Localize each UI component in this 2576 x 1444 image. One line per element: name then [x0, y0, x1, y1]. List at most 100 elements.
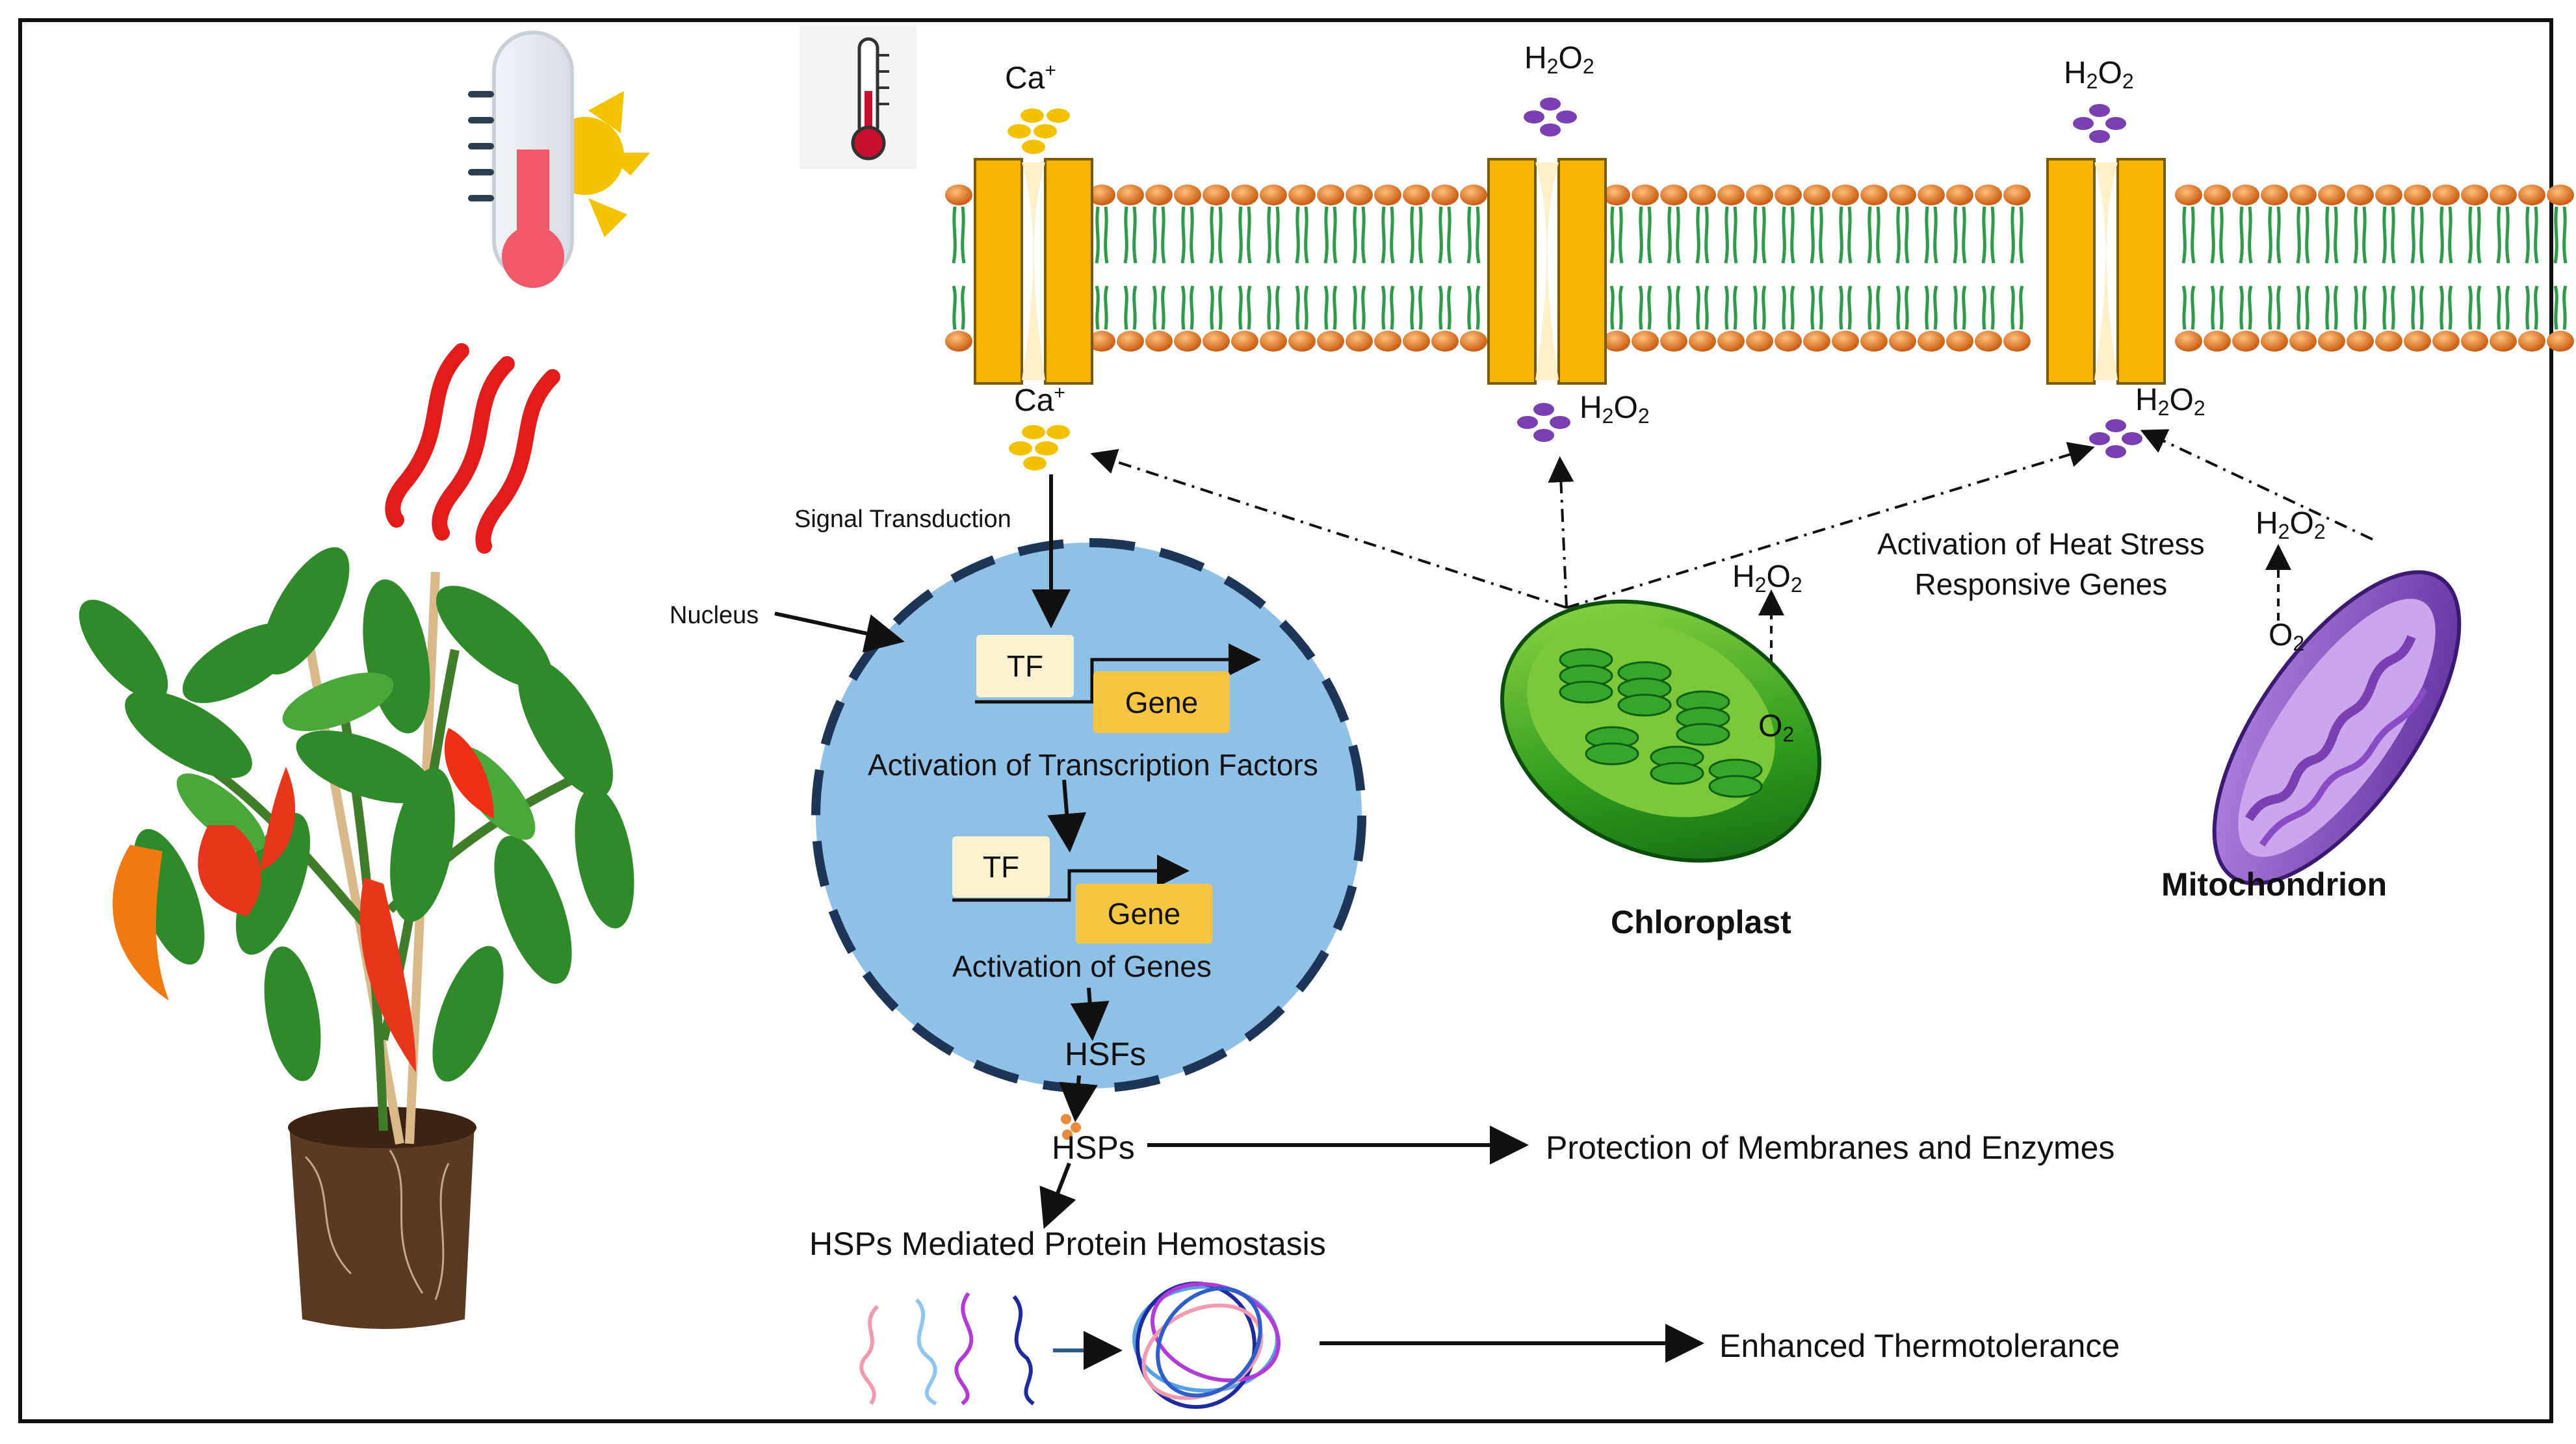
- lipid-head: [1145, 185, 1173, 205]
- lipid-tail: [2467, 206, 2473, 264]
- activation-heat-stress-label: Activation of Heat Stress Responsive Gen…: [1877, 524, 2205, 604]
- lipid-head: [1174, 185, 1201, 205]
- nucleus-label: Nucleus: [670, 602, 759, 629]
- lipid-head: [1317, 331, 1344, 352]
- lipid-head: [1689, 331, 1716, 352]
- lipid-head: [1975, 185, 2002, 205]
- lipid-tail: [1132, 206, 1138, 264]
- lipid-tail: [2191, 285, 2196, 330]
- lipid-tail: [1466, 206, 1472, 264]
- dash-chloro-h2o2-right: [1566, 442, 2095, 609]
- o: O: [2269, 618, 2293, 652]
- lipid-tail: [2525, 206, 2530, 264]
- lipid-head: [1288, 331, 1316, 352]
- lipid-tail: [1790, 285, 1795, 330]
- arrow-hsfs-hsps: [1059, 1075, 1098, 1122]
- lipid-tail: [1152, 285, 1157, 330]
- activation-genes-label: Activation of Genes: [952, 949, 1212, 983]
- lipid-head: [2347, 185, 2374, 205]
- lipid-tail: [2439, 206, 2444, 264]
- lipid-head: [2518, 185, 2545, 205]
- promoter-line-2: [952, 855, 1190, 902]
- ca-bottom-base: Ca: [1014, 383, 1054, 418]
- mitochondrion-label: Mitochondrion: [2161, 866, 2387, 903]
- activation-heat-line-2: Responsive Genes: [1914, 567, 2168, 601]
- sub2b: 2: [1582, 55, 1594, 78]
- lipid-head: [2232, 185, 2259, 205]
- lipid-head: [2490, 331, 2517, 352]
- lipid-head: [2432, 331, 2460, 352]
- lipid-tail: [2010, 206, 2015, 264]
- lipid-tail: [2410, 206, 2415, 264]
- lipid-tail: [2334, 285, 2339, 330]
- lipid-tail: [1104, 206, 1109, 264]
- lipid-tail: [2496, 285, 2501, 330]
- h2o2-mitochondrion: H2O2: [2256, 506, 2326, 544]
- small-thermometer-icon: [800, 26, 917, 169]
- h2o2-chloroplast: H2O2: [1732, 559, 1802, 597]
- lipid-tail: [1838, 285, 1843, 330]
- lipid-tail: [1390, 285, 1395, 330]
- chloroplast-image: [1500, 599, 1821, 863]
- lipid-head: [1832, 331, 1859, 352]
- lipid-head: [1088, 185, 1115, 205]
- lipid-tail: [1218, 285, 1223, 330]
- mitochondrion-image: [2212, 570, 2462, 886]
- lipid-head: [1889, 331, 1916, 352]
- lipid-tail: [1381, 285, 1386, 330]
- lipid-tail: [1409, 285, 1414, 330]
- lipid-tail: [1895, 285, 1901, 330]
- lipid-tail: [2010, 285, 2015, 330]
- lipid-head: [1918, 185, 1945, 205]
- lipid-tail: [1095, 285, 1100, 330]
- lipid-tail: [1676, 285, 1681, 330]
- lipid-head: [1231, 185, 1258, 205]
- thermotolerance-label: Enhanced Thermotolerance: [1719, 1328, 2120, 1364]
- lipid-head: [2261, 185, 2288, 205]
- lipid-head: [1746, 185, 1773, 205]
- lipid-head: [2003, 331, 2031, 352]
- lipid-head: [1317, 185, 1344, 205]
- lipid-head: [1860, 185, 1888, 205]
- lipid-head: [2547, 185, 2574, 205]
- lipid-head: [1403, 185, 1430, 205]
- lipid-head: [945, 185, 972, 205]
- lipid-tail: [2191, 206, 2196, 264]
- lipid-head: [1860, 331, 1888, 352]
- lipid-tail: [1990, 206, 1996, 264]
- lipid-tail: [1295, 285, 1300, 330]
- hsfs-label: HSFs: [1065, 1036, 1146, 1072]
- lipid-tail: [952, 285, 957, 330]
- lipid-tail: [2496, 206, 2501, 264]
- ca-bottom-label: Ca+: [1014, 382, 1065, 419]
- lipid-tail: [1123, 285, 1128, 330]
- lipid-head: [1603, 185, 1630, 205]
- lipid-head: [2432, 185, 2460, 205]
- lipid-tail: [1933, 206, 1938, 264]
- ca-top-base: Ca: [1005, 61, 1045, 96]
- lipid-head: [1660, 331, 1687, 352]
- lipid-tail: [2019, 206, 2024, 264]
- sub2b: 2: [1790, 573, 1802, 597]
- lipid-tail: [2410, 285, 2415, 330]
- lipid-tail: [2525, 285, 2530, 330]
- lipid-tail: [2439, 285, 2444, 330]
- lipid-head: [1460, 185, 1487, 205]
- lipid-head: [1775, 331, 1802, 352]
- sub2: 2: [1754, 573, 1767, 597]
- lipid-tail: [1247, 285, 1252, 330]
- lipid-tail: [2467, 285, 2473, 330]
- lipid-tail: [2448, 206, 2453, 264]
- lipid-tail: [2448, 285, 2453, 330]
- lipid-tail: [2210, 285, 2215, 330]
- lipid-head: [1431, 185, 1459, 205]
- ca-top-label: Ca+: [1005, 60, 1056, 96]
- lipid-tail: [1333, 285, 1338, 330]
- lipid-tail: [1418, 206, 1424, 264]
- lipid-tail: [2391, 206, 2396, 264]
- h: H: [2256, 506, 2278, 541]
- lipid-head: [945, 331, 972, 352]
- lipid-tail: [1905, 285, 1910, 330]
- lipid-tail: [1104, 285, 1109, 330]
